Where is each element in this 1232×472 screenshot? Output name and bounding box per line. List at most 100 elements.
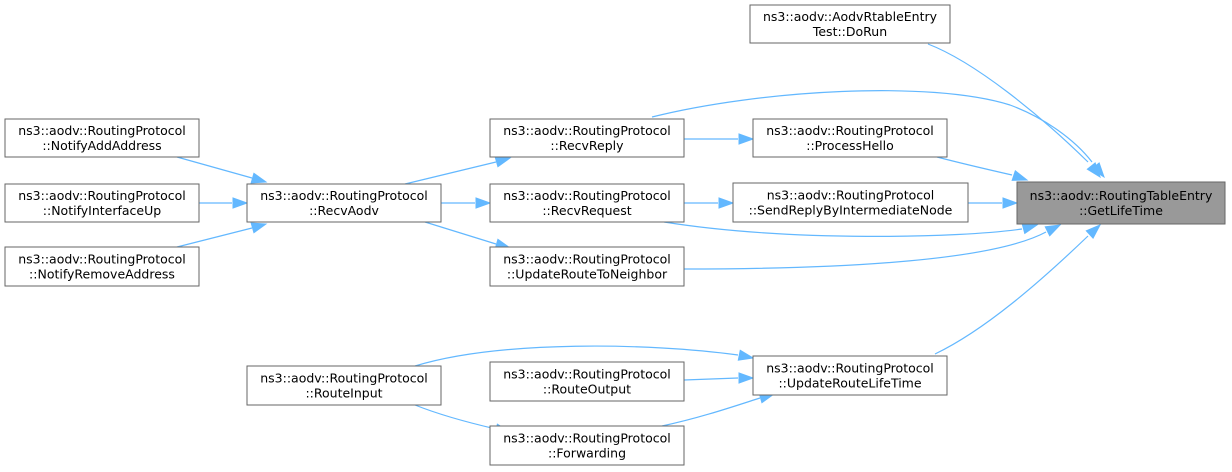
edge-line [661,397,761,427]
edge-notifyremoveaddress-to-recvaodv [176,222,268,248]
node-getlifetime[interactable]: ns3::aodv::RoutingTableEntry::GetLifeTim… [1016,181,1226,225]
edge-processhello-to-getlifetime [936,156,1029,181]
node-processhello[interactable]: ns3::aodv::RoutingProtocol::ProcessHello [752,118,948,158]
node-label-method: ::Forwarding [548,446,626,461]
node-box [489,183,685,223]
node-label-namespace: ns3::aodv::RoutingTableEntry [1030,188,1213,203]
edge-routeinput-to-updateroutelifetime [414,345,755,367]
edge-line [414,345,739,367]
node-recvreply[interactable]: ns3::aodv::RoutingProtocol::RecvReply [489,118,685,158]
node-label-namespace: ns3::aodv::RoutingProtocol [503,252,671,267]
arrowhead [250,222,268,234]
node-label-method: ::NotifyInterfaceUp [43,203,161,218]
node-label-namespace: ns3::aodv::RoutingProtocol [503,188,671,203]
arrowhead [737,349,755,361]
arrowhead [1002,197,1019,209]
node-updateroutetoneighbor[interactable]: ns3::aodv::RoutingProtocol::UpdateRouteT… [489,246,685,287]
node-label-method: ::NotifyAddAddress [42,138,161,153]
edge-notifyaddaddress-to-recvaodv [176,156,268,184]
node-label-namespace: ns3::aodv::RoutingProtocol [18,252,186,267]
arrowhead [475,197,492,209]
edge-line [934,235,1089,355]
arrowhead [1011,169,1029,181]
edge-line [176,227,253,248]
node-label-namespace: ns3::aodv::RoutingProtocol [260,188,428,203]
node-box [749,4,951,44]
node-label-method: ::RecvAodv [309,203,379,218]
edge-recvaodv-to-updateroutetoneighbor [424,221,512,250]
node-label-namespace: ns3::aodv::RoutingProtocol [260,371,428,386]
edge-line [927,43,1089,163]
node-label-namespace: ns3::aodv::AodvRtableEntry [763,9,938,24]
edge-line [663,221,1023,238]
node-notifyaddaddress[interactable]: ns3::aodv::RoutingProtocol::NotifyAddAdd… [4,118,200,158]
node-box [1016,181,1226,225]
node-label-method: ::NotifyRemoveAddress [29,267,175,282]
edge-recvaodv-to-recvrequest [441,197,492,209]
arrowhead [1021,223,1039,235]
arrowhead [250,172,268,184]
arrowhead [1090,162,1105,179]
node-label-namespace: ns3::aodv::RoutingProtocol [766,361,934,376]
node-routeoutput[interactable]: ns3::aodv::RoutingProtocol::RouteOutput [489,361,685,402]
edge-line [424,221,497,245]
node-recvaodv[interactable]: ns3::aodv::RoutingProtocol::RecvAodv [246,183,442,223]
node-box [489,118,685,158]
edge-line [683,231,1047,270]
node-label-method: Test::DoRun [812,24,887,39]
edge-line [414,404,497,430]
nodes-layer: ns3::aodv::RoutingTableEntry::GetLifeTim… [4,4,1226,466]
node-routeinput[interactable]: ns3::aodv::RoutingProtocol::RouteInput [246,365,442,406]
node-box [4,118,200,158]
node-label-method: ::RecvReply [550,138,624,153]
node-box [489,246,685,287]
edges-layer [176,43,1105,435]
edge-updateroutetoneighbor-to-getlifetime [683,224,1062,270]
arrowhead [494,156,512,168]
arrowhead [738,133,755,145]
node-box [732,182,969,223]
node-recvrequest[interactable]: ns3::aodv::RoutingProtocol::RecvRequest [489,183,685,223]
node-label-method: ::RouteOutput [543,382,631,397]
edge-sendreply-to-getlifetime [968,197,1019,209]
node-label-method: ::UpdateRouteToNeighbor [507,267,668,282]
edge-line [404,161,497,185]
node-label-method: ::UpdateRouteLifeTime [778,376,921,391]
arrowhead [1085,223,1102,240]
arrowhead [1044,224,1062,237]
edge-routeoutput-to-updateroutelifetime [683,372,755,384]
edge-line [683,377,739,381]
edge-line [176,156,253,179]
node-label-method: ::ProcessHello [806,138,894,153]
node-label-namespace: ns3::aodv::RoutingProtocol [503,123,671,138]
node-box [246,183,442,223]
edge-notifyinterfaceup-to-recvaodv [199,197,249,209]
edge-line [936,156,1013,176]
edge-recvrequest-to-sendreply [684,197,735,209]
edge-recvreply-to-processhello [684,133,755,145]
node-sendreply[interactable]: ns3::aodv::RoutingProtocol::SendReplyByI… [732,182,969,223]
node-label-namespace: ns3::aodv::RoutingProtocol [18,123,186,138]
node-box [489,425,685,466]
node-updateroutelifetime[interactable]: ns3::aodv::RoutingProtocol::UpdateRouteL… [752,355,948,396]
node-box [246,365,442,406]
arrowhead [738,372,755,384]
arrowhead [232,197,249,209]
node-box [489,361,685,402]
node-label-namespace: ns3::aodv::RoutingProtocol [767,188,935,203]
node-label-namespace: ns3::aodv::RoutingProtocol [503,367,671,382]
edge-recvreply-to-getlifetime [651,90,1105,179]
node-notifyremoveaddress[interactable]: ns3::aodv::RoutingProtocol::NotifyRemove… [4,246,200,287]
node-label-method: ::RouteInput [305,386,382,401]
node-notifyinterfaceup[interactable]: ns3::aodv::RoutingProtocol::NotifyInterf… [4,183,200,223]
node-label-method: ::SendReplyByIntermediateNode [749,203,953,218]
node-forwarding[interactable]: ns3::aodv::RoutingProtocol::Forwarding [489,425,685,466]
edge-recvrequest-to-getlifetime [663,221,1039,238]
node-label-namespace: ns3::aodv::RoutingProtocol [503,431,671,446]
node-label-method: ::RecvRequest [542,203,631,218]
arrowhead [718,197,735,209]
edge-line [651,90,1093,163]
node-box [752,118,948,158]
